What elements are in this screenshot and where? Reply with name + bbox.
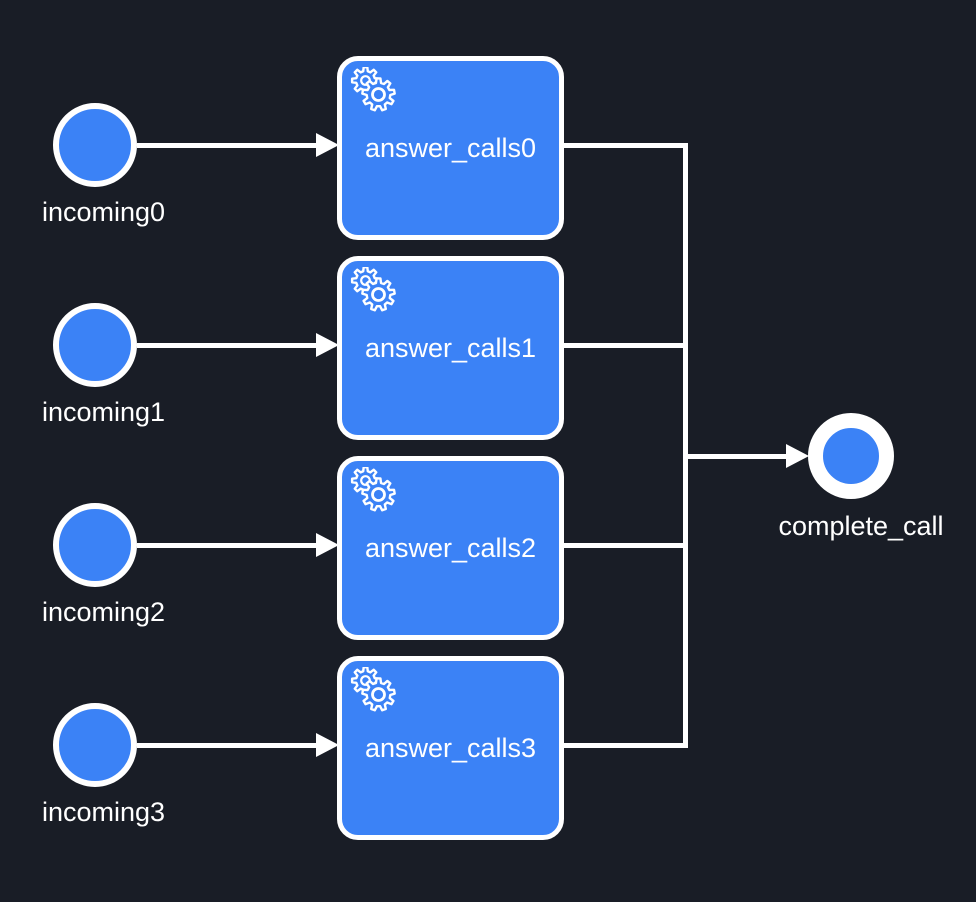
task-answer-calls3[interactable]: answer_calls3 <box>337 656 564 840</box>
start-event-label: incoming1 <box>42 397 166 427</box>
task-label: answer_calls2 <box>364 532 537 563</box>
end-event-complete-call[interactable] <box>808 413 894 499</box>
arrowhead-icon <box>786 444 809 468</box>
task-label: answer_calls1 <box>364 332 537 363</box>
start-event-label: incoming0 <box>42 197 166 227</box>
edge-line <box>137 743 318 748</box>
start-event-label: incoming2 <box>42 597 166 627</box>
edge-line <box>137 143 318 148</box>
start-event-incoming2[interactable] <box>53 503 137 587</box>
edge-line <box>564 143 686 148</box>
edge-line <box>137 343 318 348</box>
task-answer-calls1[interactable]: answer_calls1 <box>337 256 564 440</box>
start-event-incoming0[interactable] <box>53 103 137 187</box>
start-event-incoming1[interactable] <box>53 303 137 387</box>
start-event-label: incoming3 <box>42 797 166 827</box>
arrowhead-icon <box>316 533 339 557</box>
task-label: answer_calls3 <box>364 732 537 763</box>
arrowhead-icon <box>316 733 339 757</box>
edge-line-to-end <box>683 454 787 459</box>
edge-line <box>564 543 686 548</box>
end-event-label: complete_call <box>778 511 944 541</box>
arrowhead-icon <box>316 333 339 357</box>
start-event-incoming3[interactable] <box>53 703 137 787</box>
arrowhead-icon <box>316 133 339 157</box>
merge-line <box>683 143 688 748</box>
task-label: answer_calls0 <box>364 132 537 163</box>
edge-line <box>564 343 686 348</box>
service-gears-icon <box>350 667 396 712</box>
edge-line <box>564 743 686 748</box>
service-gears-icon <box>350 467 396 512</box>
service-gears-icon <box>350 267 396 312</box>
task-answer-calls2[interactable]: answer_calls2 <box>337 456 564 640</box>
task-answer-calls0[interactable]: answer_calls0 <box>337 56 564 240</box>
edge-line <box>137 543 318 548</box>
service-gears-icon <box>350 67 396 112</box>
